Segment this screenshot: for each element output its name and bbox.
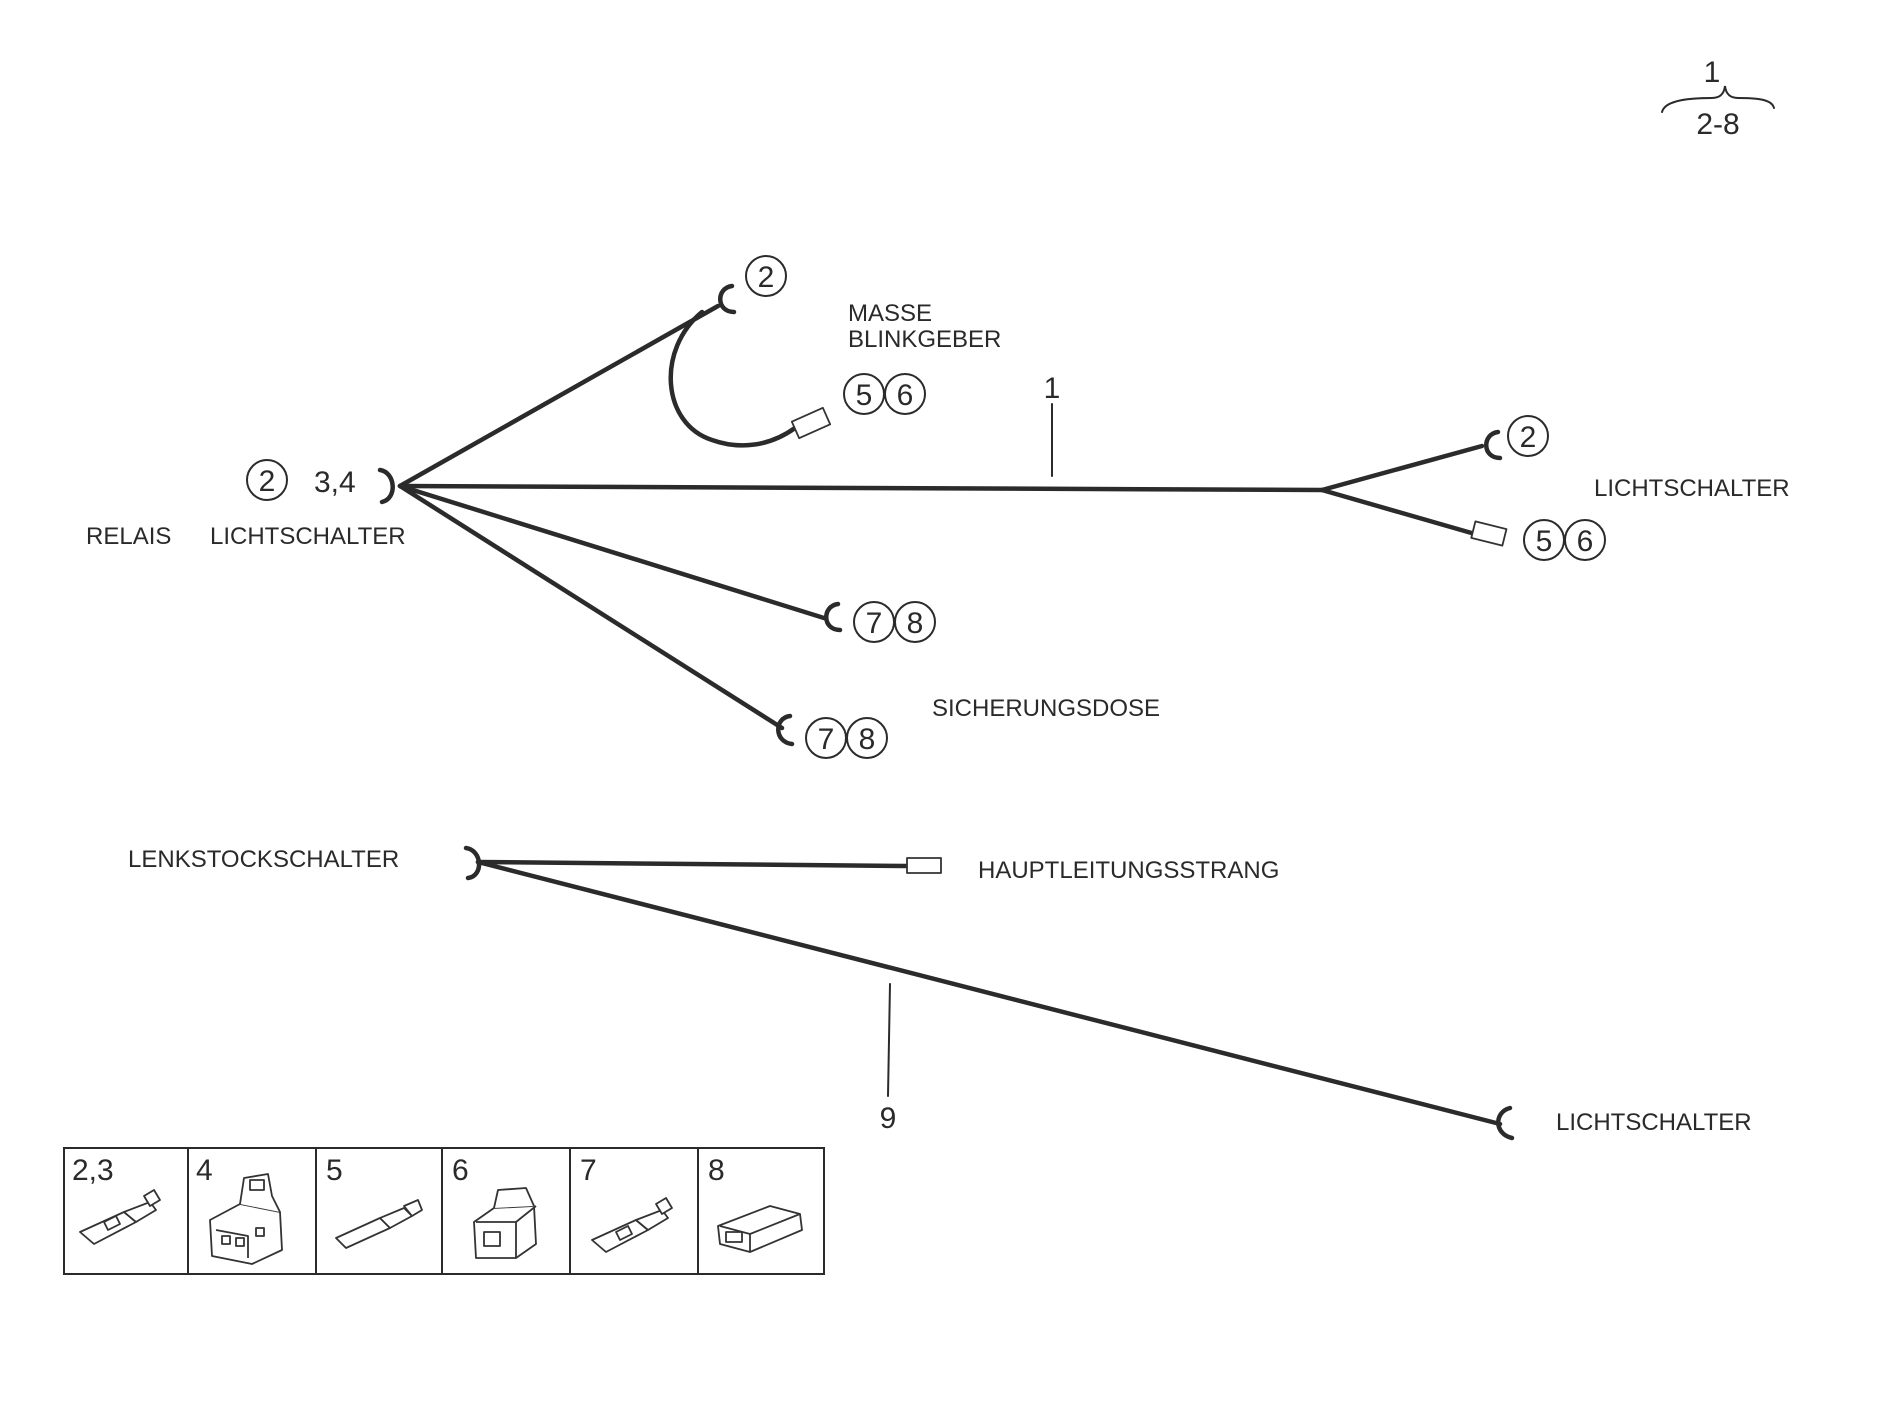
header-ref-top: 1: [1704, 56, 1721, 89]
wire-blinkgeber-loop: [668, 309, 798, 448]
svg-text:7: 7: [866, 607, 883, 640]
label-lichtschalter-bottom: LICHTSCHALTER: [1556, 1109, 1752, 1136]
parts-cell-label: 6: [452, 1154, 469, 1187]
parts-cell-label: 7: [580, 1154, 597, 1187]
multi-pin-housing-icon: [209, 1173, 283, 1265]
parts-cell: [569, 1147, 699, 1275]
callout-lichtschalter-56: 5 6: [1523, 519, 1606, 561]
label-hauptleitungsstrang: HAUPTLEITUNGSSTRANG: [978, 857, 1279, 884]
harness-1: 1: [377, 283, 1508, 747]
wire-to-sicherung-upper: [397, 483, 827, 621]
label-relais: RELAIS: [86, 523, 171, 550]
lichtschalter-bottom-socket-icon: [1496, 1105, 1515, 1141]
wire-to-lichtschalter-bottom: [475, 859, 1503, 1127]
wire-to-masse: [397, 303, 721, 489]
svg-text:2: 2: [758, 261, 775, 294]
blinkgeber-plug-icon: [790, 406, 832, 440]
hauptleitung-plug-icon: [906, 857, 942, 874]
pin-terminal-icon: [335, 1199, 423, 1249]
label-lichtschalter-right: LICHTSCHALTER: [1594, 475, 1790, 502]
flat-terminal-icon: [591, 1197, 673, 1253]
harness-1-label: 1: [1044, 372, 1061, 405]
label-masse: MASSE: [848, 300, 932, 327]
svg-text:6: 6: [897, 379, 914, 412]
svg-text:8: 8: [859, 723, 876, 756]
sleeve-housing-icon: [717, 1205, 803, 1253]
parts-table: 2,3 4 5 6 7 8: [63, 1147, 825, 1275]
callout-blinkgeber: 5 6: [843, 373, 926, 415]
header-reference: 1 2-8: [1661, 56, 1775, 141]
flat-terminal-icon: [79, 1189, 161, 1245]
callout-sicherung-lower: 7 8: [805, 717, 888, 759]
sicherung-socket-lower-icon: [776, 713, 795, 747]
label-lenkstockschalter: LENKSTOCKSCHALTER: [128, 846, 399, 873]
callout-masse: 2: [745, 255, 787, 297]
svg-text:8: 8: [907, 607, 924, 640]
callout-lichtschalter-2: 2: [1507, 415, 1549, 457]
label-sicherungsdose: SICHERUNGSDOSE: [932, 695, 1160, 722]
label-blinkgeber: BLINKGEBER: [848, 326, 1001, 353]
wire-to-sicherung-lower: [397, 483, 785, 731]
wire-main-trunk: [397, 483, 1325, 493]
relais-socket-icon: [377, 467, 395, 505]
svg-text:6: 6: [1577, 525, 1594, 558]
parts-cell: [315, 1147, 443, 1275]
label-lichtschalter-left: LICHTSCHALTER: [210, 523, 406, 550]
svg-text:7: 7: [818, 723, 835, 756]
harness-9: 9: [463, 845, 1515, 1141]
lenkstock-socket-icon: [463, 845, 482, 881]
callout-relais: 2: [246, 459, 288, 501]
callout-sicherung-upper: 7 8: [853, 601, 936, 643]
parts-cell-label: 8: [708, 1154, 725, 1187]
svg-text:5: 5: [1536, 525, 1553, 558]
wire-to-hauptleitung: [475, 859, 910, 869]
header-ref-bottom: 2-8: [1696, 108, 1739, 141]
parts-cell-label: 5: [326, 1154, 343, 1187]
connector-housing-icon: [473, 1187, 537, 1259]
wire-to-lichtschalter-56: [1319, 487, 1478, 537]
lichtschalter-plug-icon: [1470, 520, 1508, 547]
svg-text:2: 2: [1520, 421, 1537, 454]
parts-cell-label: 2,3: [72, 1154, 114, 1187]
label-main-ref: 3,4: [314, 466, 356, 499]
svg-text:2: 2: [259, 465, 276, 498]
svg-text:5: 5: [856, 379, 873, 412]
harness-9-label: 9: [880, 1102, 897, 1135]
sicherung-socket-upper-icon: [824, 601, 843, 633]
wire-to-lichtschalter-2: [1319, 443, 1485, 493]
lichtschalter-socket-icon: [1484, 429, 1503, 461]
parts-cell-label: 4: [196, 1154, 213, 1187]
masse-socket-icon: [718, 283, 737, 315]
